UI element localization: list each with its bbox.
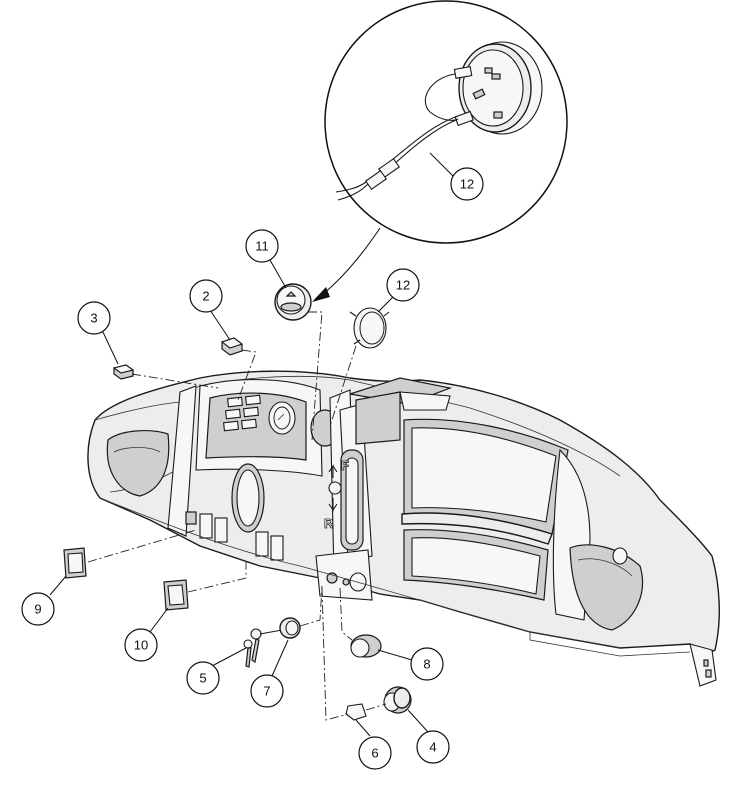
forward-label: F bbox=[341, 458, 349, 473]
svg-text:12: 12 bbox=[396, 278, 410, 293]
svg-text:4: 4 bbox=[429, 740, 436, 755]
svg-text:5: 5 bbox=[199, 671, 206, 686]
part-gauge-11 bbox=[274, 283, 312, 321]
reverse-label: R bbox=[324, 516, 334, 531]
part-plug-3 bbox=[112, 364, 135, 380]
part-nut-6 bbox=[345, 703, 367, 721]
callout-12-inset: 12 bbox=[450, 167, 484, 201]
part-ignition-bezel-7 bbox=[279, 617, 301, 639]
svg-text:2: 2 bbox=[202, 289, 209, 304]
callout-8: 8 bbox=[410, 647, 444, 681]
part-rocker-switch-9 bbox=[63, 547, 87, 579]
callout-3: 3 bbox=[77, 301, 111, 335]
svg-text:9: 9 bbox=[34, 602, 41, 617]
callout-6: 6 bbox=[358, 736, 392, 770]
assembly-lines bbox=[87, 311, 387, 721]
callout-2: 2 bbox=[189, 279, 223, 313]
part-gauge-retainer-12 bbox=[349, 307, 390, 349]
svg-text:6: 6 bbox=[371, 746, 378, 761]
inset-detail bbox=[324, 0, 568, 244]
part-knob-8 bbox=[350, 634, 382, 658]
svg-text:3: 3 bbox=[90, 311, 97, 326]
callout-11: 11 bbox=[245, 229, 279, 263]
svg-text:12: 12 bbox=[460, 177, 474, 192]
part-switch-2 bbox=[220, 337, 244, 356]
callout-9: 9 bbox=[21, 592, 55, 626]
dashboard-panel: F R bbox=[87, 370, 720, 687]
part-keys-5 bbox=[243, 628, 283, 668]
callout-5: 5 bbox=[186, 661, 220, 695]
svg-text:7: 7 bbox=[263, 684, 270, 699]
zoom-arrow bbox=[312, 227, 381, 302]
svg-text:11: 11 bbox=[255, 239, 269, 254]
part-light-switch-4 bbox=[383, 686, 412, 714]
callout-7: 7 bbox=[250, 674, 284, 708]
svg-text:8: 8 bbox=[423, 657, 430, 672]
callout-10: 10 bbox=[124, 628, 158, 662]
svg-text:10: 10 bbox=[134, 638, 148, 653]
callout-leaders bbox=[49, 259, 429, 737]
callout-12-lower: 12 bbox=[386, 268, 420, 302]
part-switch-bezel-10 bbox=[163, 579, 189, 611]
callout-4: 4 bbox=[416, 730, 450, 764]
